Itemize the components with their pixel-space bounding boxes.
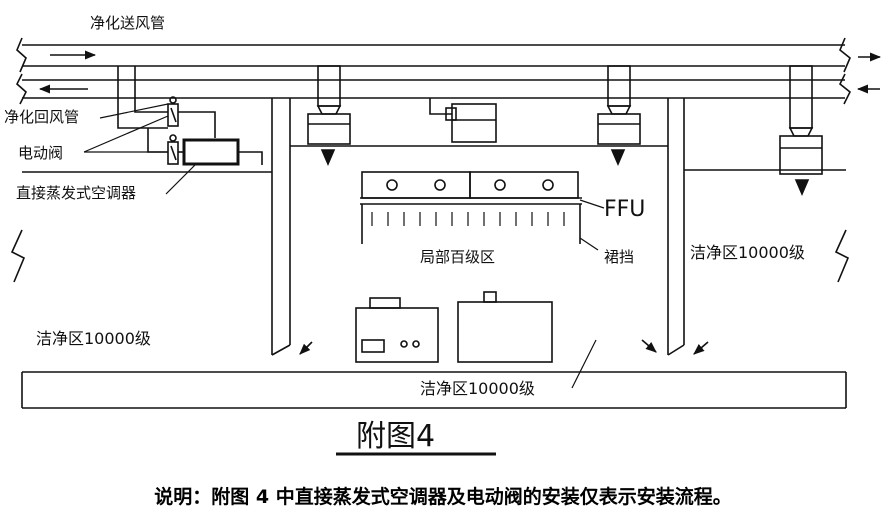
label-clean-zone-right: 洁净区10000级 (690, 243, 805, 262)
label-dx-ac-unit: 直接蒸发式空调器 (16, 184, 136, 202)
process-equipment-left (355, 297, 439, 363)
supply-outlet-2 (429, 98, 497, 143)
floor (21, 371, 847, 409)
diagram-canvas: 净化送风管 净化回风管 电动阀 直接蒸发式空调器 FFU 裙挡 局部百级区 洁净… (4, 14, 882, 456)
caption-note: 说明：附图 4 中直接蒸发式空调器及电动阀的安装仅表示安装流程。 (154, 486, 732, 508)
electric-damper-upper (167, 96, 179, 127)
label-supply-duct: 净化送风管 (90, 14, 165, 32)
label-local-class100: 局部百级区 (420, 248, 495, 266)
process-equipment-right (457, 291, 553, 363)
figure-title: 附图4 (356, 419, 435, 454)
electric-damper-lower (167, 134, 179, 165)
laminar-flow-arrows (371, 212, 565, 226)
ceiling-line (10, 145, 850, 283)
supply-outlet-4 (779, 65, 823, 197)
return-air-duct (16, 66, 880, 129)
ffu-unit-right (469, 171, 579, 199)
right-return-riser (641, 98, 709, 356)
label-clean-zone-bottom: 洁净区10000级 (420, 379, 535, 398)
label-skirt: 裙挡 (604, 248, 634, 266)
supply-outlet-3 (597, 65, 641, 167)
label-clean-zone-left: 洁净区10000级 (36, 329, 151, 348)
dx-ac-unit (182, 138, 263, 166)
label-ffu: FFU (604, 197, 645, 222)
skirt-curtain (361, 204, 581, 244)
ffu-unit-left (361, 171, 471, 199)
left-return-riser (271, 98, 313, 356)
label-return-duct: 净化回风管 (4, 108, 79, 126)
leader-lines (83, 103, 605, 389)
supply-air-duct (16, 37, 882, 73)
supply-outlet-1 (307, 65, 351, 167)
label-electric-damper: 电动阀 (18, 144, 63, 162)
